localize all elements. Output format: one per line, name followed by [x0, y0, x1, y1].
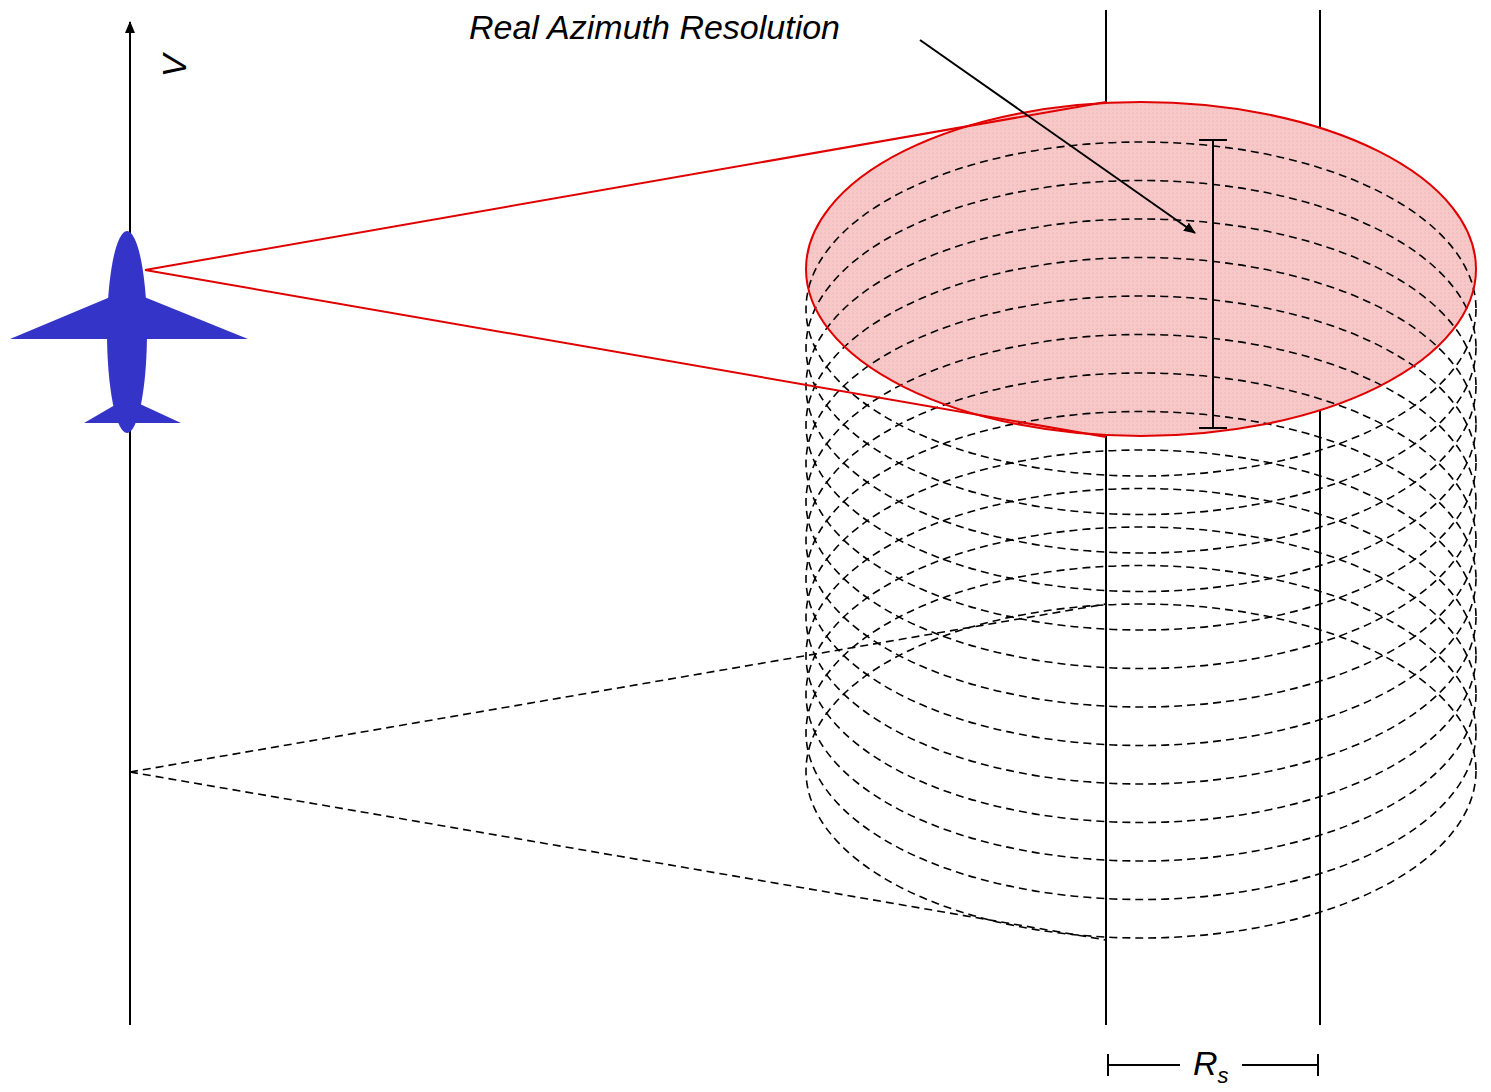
- dashed-footprint: [806, 335, 1476, 669]
- footprint-stack: [806, 142, 1476, 938]
- beam-edge: [130, 772, 1106, 940]
- dashed-footprint: [806, 604, 1476, 938]
- beam-edge: [145, 102, 1106, 270]
- dashed-footprint: [806, 373, 1476, 707]
- dashed-footprint: [806, 142, 1476, 476]
- velocity-label: V: [157, 55, 191, 78]
- dashed-footprint: [806, 296, 1476, 630]
- dashed-footprint: [806, 566, 1476, 900]
- dashed-footprint: [806, 412, 1476, 746]
- beam-footprint: [806, 102, 1476, 436]
- dashed-footprint: [806, 489, 1476, 823]
- dashed-footprint: [806, 450, 1476, 784]
- beam-edge: [130, 604, 1106, 772]
- dashed-footprint: [806, 527, 1476, 861]
- dashed-footprint: [806, 181, 1476, 515]
- dashed-footprint: [806, 258, 1476, 592]
- callout-label: Real Azimuth Resolution: [469, 10, 840, 44]
- airplane: [10, 231, 248, 433]
- beam-footprint-outline: [806, 102, 1476, 436]
- dimension-subscript: s: [1218, 1065, 1229, 1087]
- flight-track: [129, 22, 131, 1025]
- resolution-bracket: [1199, 140, 1227, 428]
- dashed-footprint: [806, 219, 1476, 553]
- beam-edge: [145, 270, 1106, 437]
- leader-arrow: [920, 40, 1195, 233]
- dimension-label: R: [1193, 1046, 1218, 1080]
